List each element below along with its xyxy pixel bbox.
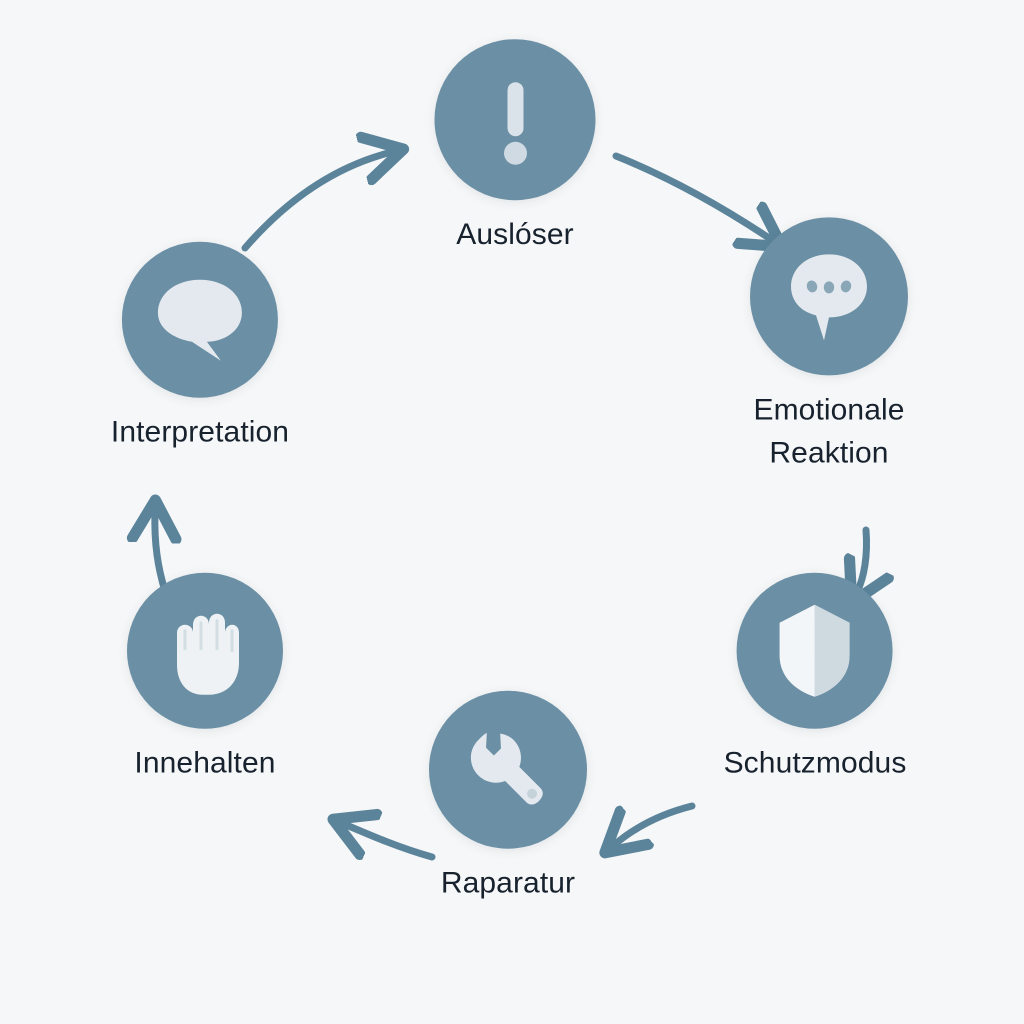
node-interpretation[interactable]: Interpretation <box>110 241 290 455</box>
node-raparatur[interactable]: Raparatur <box>429 690 587 906</box>
shield-icon <box>779 604 850 697</box>
speech-bubble-dots-icon <box>791 254 867 341</box>
speech-bubble-icon <box>158 279 242 361</box>
node-circle-ausloser[interactable] <box>434 39 596 201</box>
arrow-raparatur-to-innehalten <box>344 824 436 861</box>
exclamation-mark-icon <box>503 81 527 165</box>
node-circle-interpretation[interactable] <box>122 241 278 398</box>
node-innehalten[interactable]: Innehalten <box>127 572 283 786</box>
node-label-innehalten: Innehalten <box>134 746 276 780</box>
node-ausloser[interactable]: Auslóser <box>434 39 596 257</box>
node-circle-schutzmodus[interactable] <box>736 572 893 729</box>
node-schutzmodus[interactable]: Schutzmodus <box>723 572 907 786</box>
node-circle-innehalten[interactable] <box>127 572 283 729</box>
node-label-ausloser: Auslóser <box>456 218 574 252</box>
hand-stop-icon <box>177 613 239 695</box>
node-circle-raparatur[interactable] <box>429 690 587 849</box>
node-circle-emotionale-reaktion[interactable] <box>750 217 908 376</box>
arrow-schutzmodus-to-raparatur <box>614 802 696 845</box>
wrench-icon <box>470 732 543 805</box>
node-label-raparatur: Raparatur <box>440 866 576 900</box>
node-emotionale-reaktion[interactable]: Emotionale Reaktion <box>750 217 908 474</box>
node-label-schutzmodus: Schutzmodus <box>723 746 907 780</box>
node-label-emotionale-reaktion: Emotionale Reaktion <box>753 393 905 469</box>
node-label-interpretation: Interpretation <box>110 415 290 449</box>
arrow-interpretation-to-ausloser <box>241 152 392 252</box>
arrow-ausloser-to-emotionale-reaktion <box>612 152 772 240</box>
